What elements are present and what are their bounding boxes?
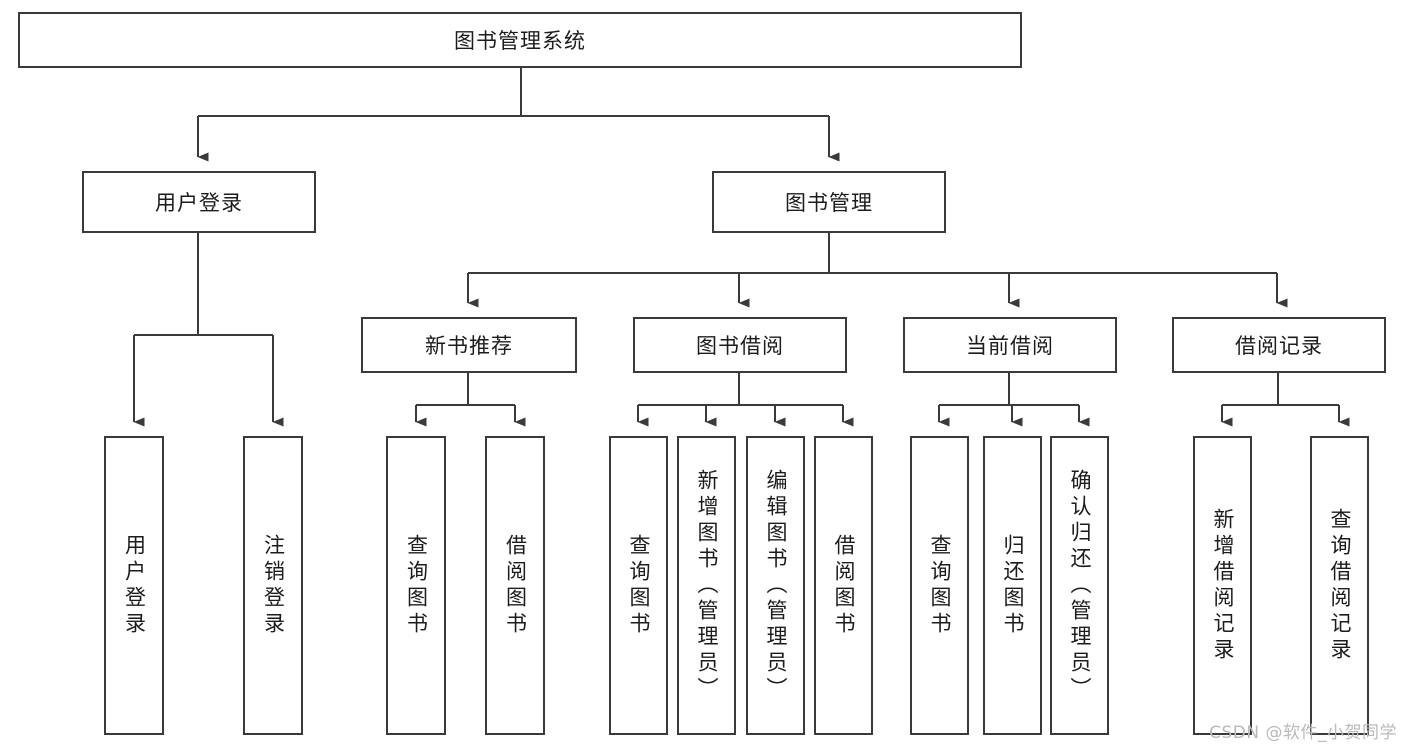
node-leaf-add-borrow-record-label: 新增借阅记录 [1211, 507, 1235, 664]
node-borrow-record[interactable]: 借阅记录 [1172, 317, 1386, 373]
node-leaf-return-book[interactable]: 归还图书 [983, 436, 1042, 735]
node-current-borrow[interactable]: 当前借阅 [903, 317, 1117, 373]
node-leaf-edit-book[interactable]: 编辑图书（管理员） [746, 436, 805, 735]
node-book-manage-label: 图书管理 [785, 191, 873, 215]
node-user-login[interactable]: 用户登录 [82, 171, 316, 233]
node-leaf-borrow-book-2-label: 借阅图书 [832, 533, 856, 638]
node-book-borrow[interactable]: 图书借阅 [633, 317, 847, 373]
node-leaf-logout[interactable]: 注销登录 [243, 436, 303, 735]
node-leaf-query-book-3[interactable]: 查询图书 [910, 436, 969, 735]
csdn-watermark: CSDN @软件_小贺同学 [1209, 723, 1397, 743]
node-leaf-query-book-3-label: 查询图书 [928, 533, 952, 638]
node-leaf-query-book-1[interactable]: 查询图书 [386, 436, 446, 735]
node-leaf-query-book-2-label: 查询图书 [627, 533, 651, 638]
node-leaf-borrow-book-1[interactable]: 借阅图书 [485, 436, 545, 735]
node-leaf-confirm-return[interactable]: 确认归还（管理员） [1050, 436, 1109, 735]
node-leaf-add-book[interactable]: 新增图书（管理员） [677, 436, 736, 735]
node-leaf-borrow-book-2[interactable]: 借阅图书 [814, 436, 873, 735]
node-root-label: 图书管理系统 [454, 29, 586, 53]
node-leaf-query-book-1-label: 查询图书 [404, 533, 429, 638]
node-root[interactable]: 图书管理系统 [18, 12, 1022, 68]
node-user-login-label: 用户登录 [155, 191, 243, 215]
node-leaf-query-borrow-record[interactable]: 查询借阅记录 [1310, 436, 1369, 735]
node-leaf-query-book-2[interactable]: 查询图书 [609, 436, 668, 735]
node-leaf-borrow-book-1-label: 借阅图书 [503, 533, 528, 638]
node-leaf-user-login[interactable]: 用户登录 [104, 436, 164, 735]
node-leaf-add-borrow-record[interactable]: 新增借阅记录 [1193, 436, 1252, 735]
node-book-manage[interactable]: 图书管理 [712, 171, 946, 233]
node-leaf-confirm-return-label: 确认归还（管理员） [1068, 468, 1092, 703]
node-leaf-return-book-label: 归还图书 [1001, 533, 1025, 638]
node-leaf-add-book-label: 新增图书（管理员） [695, 468, 719, 703]
node-leaf-user-login-label: 用户登录 [122, 533, 147, 638]
node-leaf-edit-book-label: 编辑图书（管理员） [764, 468, 788, 703]
node-current-borrow-label: 当前借阅 [966, 334, 1054, 358]
node-new-book-recommend-label: 新书推荐 [425, 334, 513, 358]
node-leaf-logout-label: 注销登录 [261, 533, 286, 638]
node-book-borrow-label: 图书借阅 [696, 334, 784, 358]
node-new-book-recommend[interactable]: 新书推荐 [361, 317, 577, 373]
node-borrow-record-label: 借阅记录 [1235, 334, 1323, 358]
node-leaf-query-borrow-record-label: 查询借阅记录 [1328, 507, 1352, 664]
